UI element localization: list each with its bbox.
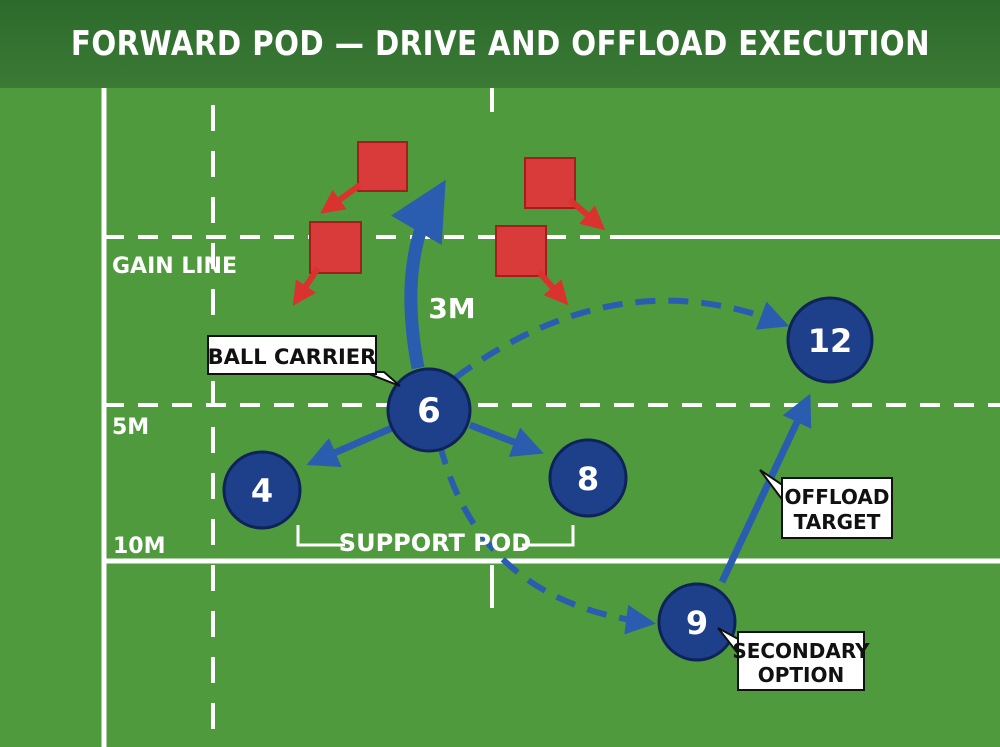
defender-arrows xyxy=(292,182,606,306)
offload-arrow xyxy=(718,393,812,584)
offload-target-label-line1: OFFLOAD xyxy=(785,485,890,509)
defender-arrow xyxy=(292,266,321,306)
defender-marker xyxy=(524,157,576,209)
distance-label: 3M xyxy=(428,292,475,325)
rugby-field: GAIN LINE 5M 10M xyxy=(0,88,1000,747)
gain-line-label: GAIN LINE xyxy=(112,254,237,279)
defender-arrow xyxy=(536,270,569,306)
pass-arrow-to-12 xyxy=(453,297,790,381)
support-pod-label: SUPPORT POD xyxy=(339,529,531,557)
player-8-number: 8 xyxy=(577,460,599,498)
callout-box xyxy=(207,335,377,375)
player-6-circle xyxy=(386,367,472,453)
field-lines xyxy=(101,88,1000,747)
secondary-option-callout: SECONDARY OPTION xyxy=(717,627,870,691)
support-pod-bracket-left xyxy=(296,525,345,547)
support-pod-bracket-right xyxy=(522,525,575,547)
ten-meter-label: 10M xyxy=(113,534,166,559)
callout-box xyxy=(781,477,893,539)
player-6-number: 6 xyxy=(417,391,441,431)
pass-arrow-to-9 xyxy=(437,444,656,635)
five-meter-label: 5M xyxy=(112,415,149,440)
defender-marker xyxy=(357,141,408,192)
player-12-number: 12 xyxy=(808,322,853,360)
players: 6 4 8 9 12 xyxy=(222,296,874,662)
drive-arrow xyxy=(391,179,446,370)
page-title: FORWARD POD — DRIVE AND OFFLOAD EXECUTIO… xyxy=(70,24,930,64)
secondary-option-label-line1: SECONDARY xyxy=(732,639,870,663)
defender-arrow xyxy=(320,182,362,214)
defender-marker xyxy=(309,221,362,274)
support-arrow-right xyxy=(468,421,544,457)
player-12-circle xyxy=(786,296,874,384)
defender-marker xyxy=(495,225,547,277)
pass-arcs xyxy=(437,297,790,635)
title-bar: FORWARD POD — DRIVE AND OFFLOAD EXECUTIO… xyxy=(0,0,1000,88)
player-9-number: 9 xyxy=(686,604,708,642)
defender-arrow xyxy=(568,197,606,231)
callout-box xyxy=(737,631,865,691)
ball-carrier-callout: BALL CARRIER xyxy=(207,335,401,387)
player-8-circle xyxy=(548,438,628,518)
ball-carrier-label: BALL CARRIER xyxy=(208,345,377,369)
player-9-circle xyxy=(657,582,737,662)
run-arrows xyxy=(306,179,812,584)
player-4-number: 4 xyxy=(251,472,273,510)
support-arrow-left xyxy=(306,424,394,467)
secondary-option-label-line2: OPTION xyxy=(758,663,844,687)
offload-target-label-line2: TARGET xyxy=(794,510,881,534)
player-4-circle xyxy=(222,450,302,530)
offload-target-callout: OFFLOAD TARGET xyxy=(759,469,893,539)
